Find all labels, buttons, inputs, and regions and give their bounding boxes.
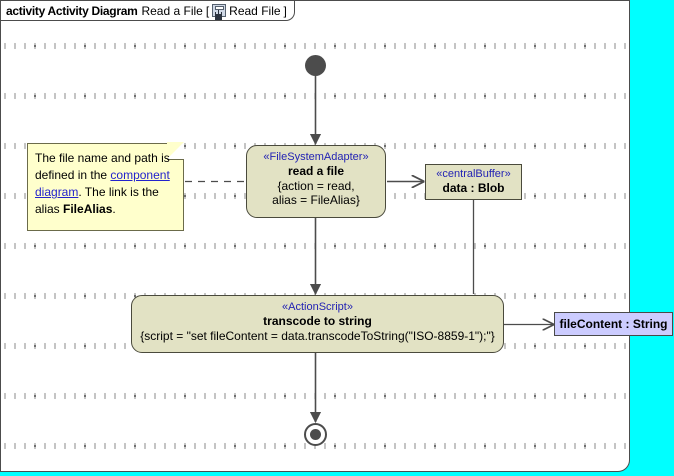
central-buffer-node[interactable]: «centralBuffer» data : Blob <box>425 164 522 200</box>
read-a-file-prop-1: {action = read, <box>277 179 355 193</box>
frame-icon-label: Read File <box>229 3 281 18</box>
activity-final-node[interactable] <box>304 423 327 446</box>
read-a-file-stereotype: «FileSystemAdapter» <box>263 151 369 163</box>
action-node-transcode-to-string[interactable]: «ActionScript» transcode to string {scri… <box>131 295 504 353</box>
central-buffer-label: data : Blob <box>442 181 505 195</box>
output-pin-filecontent[interactable]: fileContent : String <box>554 312 673 336</box>
note-line-2-pre: defined in the <box>35 168 111 182</box>
frame-header[interactable]: activity Activity Diagram Read a File [ … <box>1 1 295 21</box>
read-a-file-label: read a file <box>287 164 345 178</box>
activity-diagram-icon <box>212 4 227 17</box>
transcode-label: transcode to string <box>263 314 372 328</box>
diagram-grid <box>1 20 629 471</box>
note-shape[interactable]: The file name and path is defined in the… <box>27 142 184 231</box>
frame-bracket-open: [ <box>205 3 210 18</box>
note-line-1: The file name and path is <box>35 151 170 165</box>
frame-keyword: activity Activity Diagram <box>6 3 138 18</box>
note-line-2-post: . The link is the <box>78 185 159 199</box>
initial-node[interactable] <box>305 55 326 76</box>
read-a-file-prop-2: alias = FileAlias} <box>272 193 360 207</box>
note-alias-bold: FileAlias <box>63 202 113 216</box>
note-text: The file name and path is defined in the… <box>35 150 176 218</box>
transcode-script-prop: {script = "set fileContent = data.transc… <box>140 329 495 343</box>
activity-diagram-frame: activity Activity Diagram Read a File [ … <box>0 0 630 472</box>
transcode-stereotype: «ActionScript» <box>282 301 353 313</box>
central-buffer-stereotype: «centralBuffer» <box>436 168 511 180</box>
output-pin-label: fileContent : String <box>559 317 668 331</box>
frame-diagram-name: Read a File <box>141 3 203 18</box>
action-node-read-a-file[interactable]: «FileSystemAdapter» read a file {action … <box>246 145 386 218</box>
note-line-3-pre: alias <box>35 202 64 216</box>
note-line-3-post: . <box>112 202 116 216</box>
frame-bracket-close: ] <box>283 3 287 18</box>
